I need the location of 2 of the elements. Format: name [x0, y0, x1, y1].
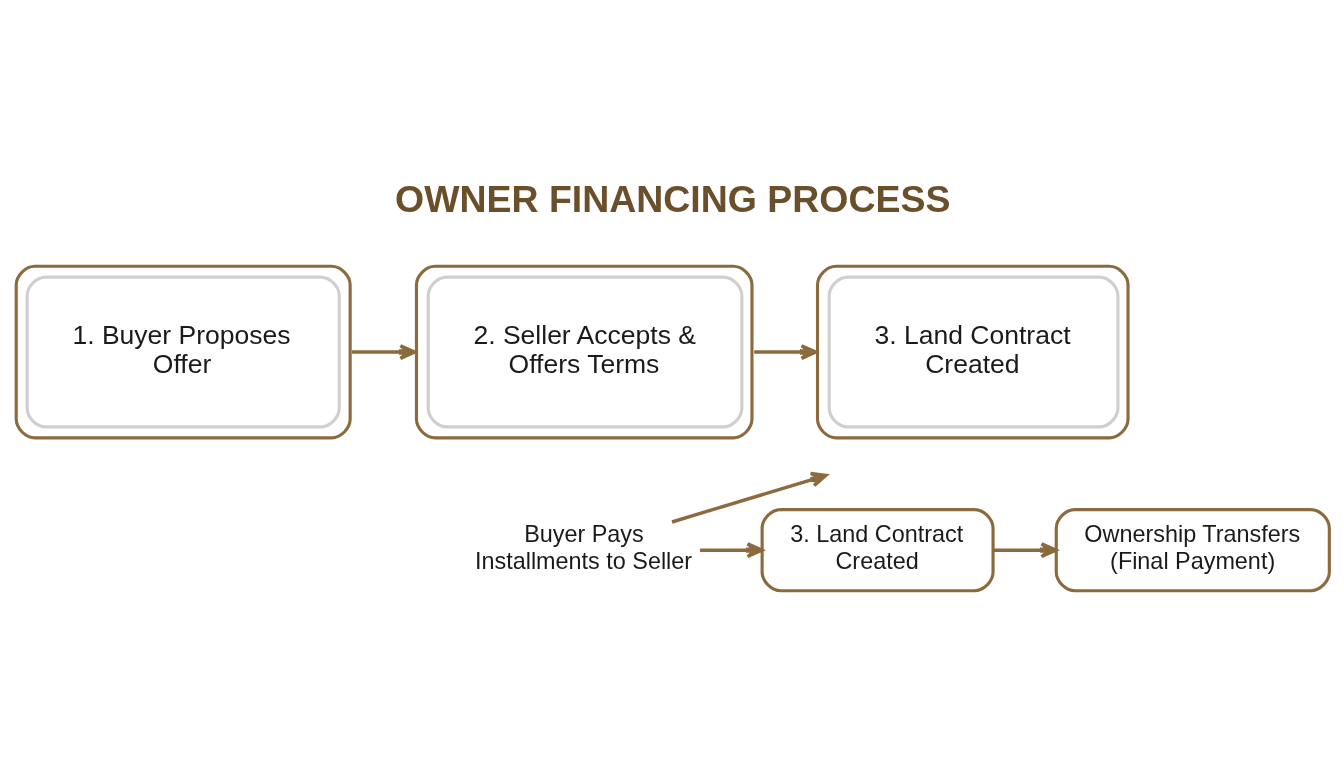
diagram-title: OWNER FINANCING PROCESS	[395, 177, 951, 220]
node-text: Buyer Pays Installments to Seller	[474, 521, 693, 574]
